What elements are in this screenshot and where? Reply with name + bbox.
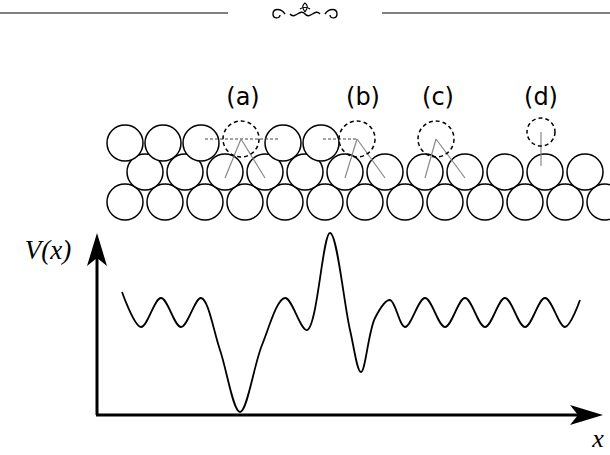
ornament [0, 3, 610, 18]
atom-lattice [107, 125, 610, 220]
axis-label: V(x) [25, 237, 71, 264]
callout-letter: (d) [524, 85, 558, 109]
callout-letter: (a) [226, 85, 259, 109]
adatom [205, 118, 555, 178]
axis-label: x [592, 426, 604, 452]
axes [87, 233, 603, 425]
potential-curve [122, 233, 580, 412]
callout-letter: (c) [422, 85, 454, 109]
callout-letter: (b) [346, 85, 380, 109]
